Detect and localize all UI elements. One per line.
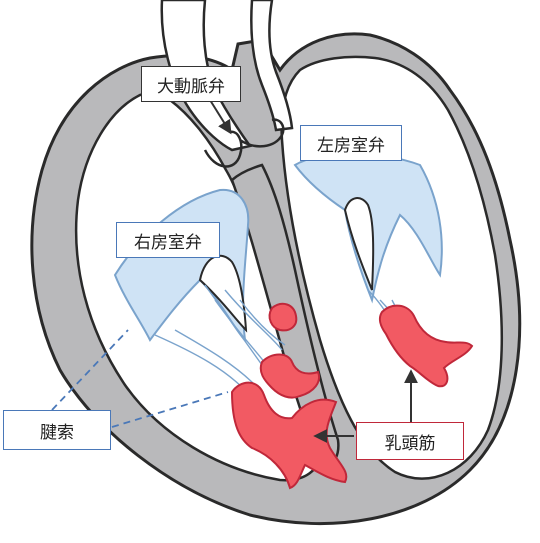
aortic-valve-cusps: [203, 118, 285, 168]
chordae-leader-upper: [51, 329, 129, 411]
chordae-tendineae-label: 腱索: [3, 410, 111, 450]
tricuspid-valve-label: 右房室弁: [116, 222, 220, 258]
right-papillary-muscle-large: [230, 381, 348, 490]
left-papillary-muscle: [378, 304, 474, 388]
mitral-valve-label: 左房室弁: [300, 125, 402, 161]
aortic-valve-arrow: [209, 99, 232, 135]
chordae-leader-lower: [111, 391, 229, 428]
right-papillary-muscle-mid: [259, 353, 320, 399]
aortic-valve-label: 大動脈弁: [141, 66, 241, 102]
papillary-muscle-label: 乳頭筋: [356, 422, 464, 460]
right-papillary-muscle-small: [268, 302, 298, 332]
mitral-valve-inner: [343, 197, 375, 291]
